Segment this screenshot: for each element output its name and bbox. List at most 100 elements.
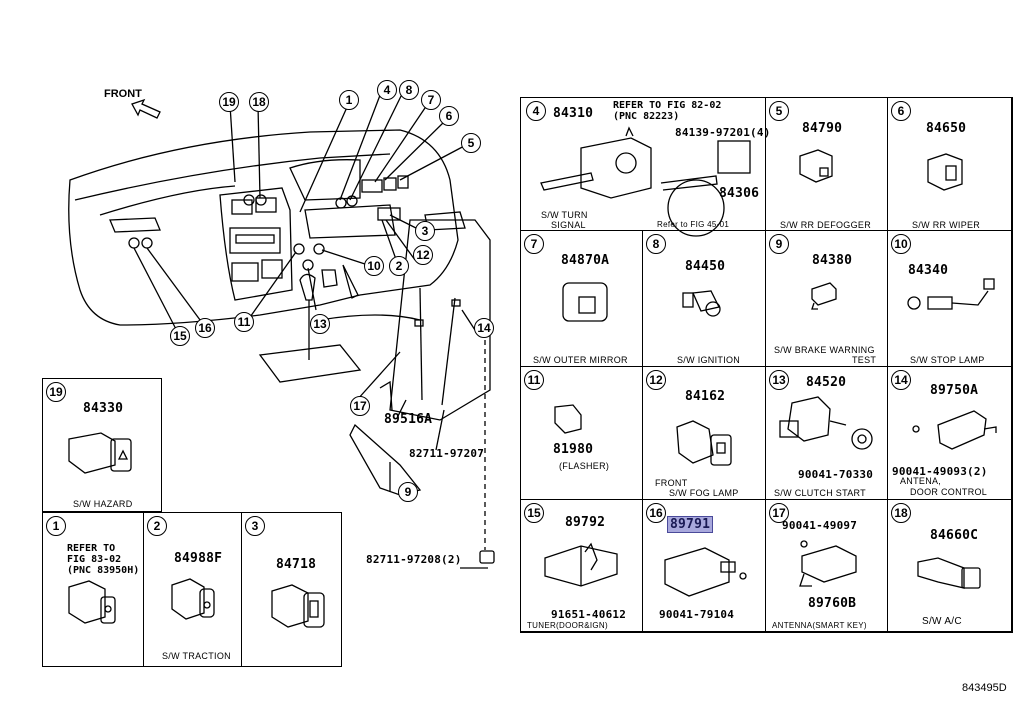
callout: 17: [769, 503, 789, 523]
callout-19: 19: [219, 92, 239, 112]
cell-6: 6 84650 S/W RR WIPER: [888, 98, 1012, 231]
callout: 10: [891, 234, 911, 254]
callout-16: 16: [195, 318, 215, 338]
ignition-switch-icon: [682, 290, 721, 317]
caption-1: S/W BRAKE WARNING: [774, 345, 875, 355]
part-clip-lower: 82711-97208(2): [366, 553, 462, 566]
cell-18: 18 84660C S/W A/C: [888, 500, 1012, 632]
hazard-switch-icon: [68, 432, 132, 474]
part-number: 84790: [802, 121, 843, 136]
callout-13: 13: [310, 314, 330, 334]
callout-5: 5: [461, 133, 481, 153]
callout: 11: [524, 370, 544, 390]
callout: 3: [245, 516, 265, 536]
caption-2: TEST: [852, 355, 877, 365]
part-number: 81980: [553, 442, 594, 457]
part-number: 84988F: [174, 551, 223, 566]
callout-14: 14: [474, 318, 494, 338]
callout-18: 18: [249, 92, 269, 112]
cell-3: 3 84718: [242, 513, 341, 666]
outer-mirror-switch-icon: [562, 282, 608, 322]
cell-17: 17 90041-49097 89760B ANTENNA(SMART KEY): [766, 500, 888, 632]
control-module-icon: [664, 547, 747, 597]
callout: 12: [646, 370, 666, 390]
ac-switch-icon: [917, 557, 981, 589]
caption: TUNER(DOOR&IGN): [527, 621, 608, 630]
sub-part: 90041-49097: [782, 519, 858, 532]
caption: S/W OUTER MIRROR: [533, 355, 628, 365]
part-number: 84870A: [561, 253, 610, 268]
dashboard-illustration: [68, 87, 491, 569]
callout-9: 9: [398, 482, 418, 502]
callout: 5: [769, 101, 789, 121]
part-number: 84520: [806, 375, 847, 390]
callout: 2: [147, 516, 167, 536]
part-number: 84380: [812, 253, 853, 268]
callout: 19: [46, 382, 66, 402]
caption-2: DOOR CONTROL: [910, 487, 988, 497]
bottom-left-row: [42, 512, 342, 667]
caption: S/W STOP LAMP: [910, 355, 985, 365]
part-number: 84650: [926, 121, 967, 136]
caption-1: ANTENA,: [900, 476, 942, 486]
part-number: 89792: [565, 515, 606, 530]
rr-defogger-switch-icon: [799, 149, 833, 183]
refer-note: REFER TO FIG 83-02 (PNC 83950H): [67, 543, 140, 576]
sub-part: 84139-97201(4): [675, 126, 771, 139]
sub-part: 90041-79104: [659, 608, 735, 621]
refer-fig-note: Refer to FIG 45-01: [657, 220, 730, 229]
smart-key-antenna-icon: [799, 540, 857, 587]
cell-4: 4 84310 REFER TO FIG 82-02 (PNC 82223) 8…: [521, 98, 770, 237]
callout: 6: [891, 101, 911, 121]
cell-14: 14 89750A 90041-49093(2) ANTENA, DOOR CO…: [888, 367, 1012, 500]
caption: S/W A/C: [922, 616, 962, 627]
part-number: 84718: [276, 557, 317, 572]
parts-grid: [520, 97, 1013, 633]
callout-8: 8: [399, 80, 419, 100]
part-clip-upper: 82711-97207: [409, 447, 485, 460]
caption: S/W CLUTCH START: [774, 488, 866, 498]
caption: S/W IGNITION: [677, 355, 741, 365]
caption-1: S/W TURN: [541, 210, 588, 220]
callout-6: 6: [439, 106, 459, 126]
cell-7: 7 84870A S/W OUTER MIRROR: [521, 231, 643, 367]
callout-1: 1: [339, 90, 359, 110]
part-number: 84330: [83, 401, 124, 416]
cell-11: 11 81980 (FLASHER): [521, 367, 643, 500]
part-number-highlighted[interactable]: 89791: [667, 516, 714, 533]
fog-lamp-switch-icon: [676, 420, 732, 466]
cell-12: 12 84162 FRONT S/W FOG LAMP: [643, 367, 766, 500]
callout: 4: [526, 101, 546, 121]
callout-10: 10: [364, 256, 384, 276]
cell-19: 19 84330 S/W HAZARD: [42, 378, 162, 512]
stop-lamp-switch-icon: [907, 278, 995, 310]
caption-1: FRONT: [655, 478, 688, 488]
clutch-start-switch-icon: [779, 396, 873, 450]
caption: S/W HAZARD: [73, 499, 133, 509]
callout-15: 15: [170, 326, 190, 346]
callout-17: 17: [350, 396, 370, 416]
clip-lower-icon: [479, 550, 495, 564]
diagram-code: 843495D: [962, 682, 1007, 694]
door-control-antenna-icon: [912, 410, 997, 450]
part-number: 84340: [908, 263, 949, 278]
callout: 1: [46, 516, 66, 536]
turn-signal-switch-icon: [540, 126, 751, 237]
callout-4: 4: [377, 80, 397, 100]
caption-2: SIGNAL: [551, 220, 586, 230]
callout-12: 12: [413, 245, 433, 265]
sub-part: 91651-40612: [551, 608, 627, 621]
part-number: 84310: [553, 106, 594, 121]
rr-wiper-switch-icon: [927, 153, 963, 191]
cell-16: 16 89791 90041-79104: [643, 500, 766, 632]
callout: 9: [769, 234, 789, 254]
refer-note: REFER TO FIG 82-02 (PNC 82223): [613, 100, 722, 122]
front-arrow-icon: [131, 98, 161, 119]
flasher-relay-icon: [554, 404, 582, 434]
tuner-door-ign-icon: [544, 542, 618, 587]
cell-2: 2 84988F S/W TRACTION: [144, 513, 242, 666]
switch-icon: [68, 580, 116, 624]
sub-part: 90041-70330: [798, 468, 874, 481]
callout-2: 2: [389, 256, 409, 276]
callout-3: 3: [415, 221, 435, 241]
